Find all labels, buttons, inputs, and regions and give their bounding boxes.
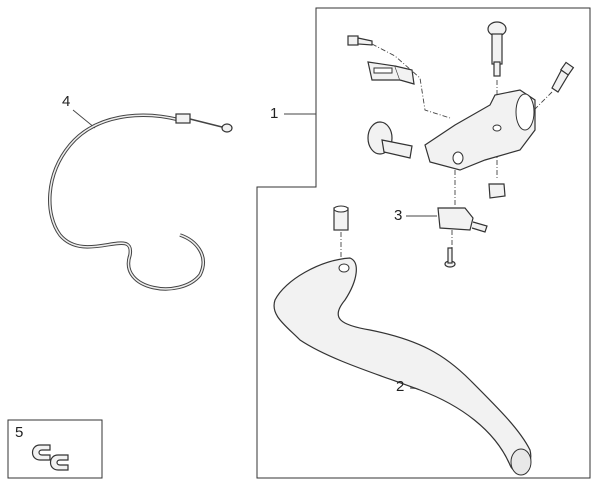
nut [488, 183, 506, 199]
cable-clips [31, 444, 69, 471]
callout-1: 1 [270, 105, 279, 122]
clutch-lever [273, 257, 532, 476]
callout-4: 4 [62, 93, 71, 110]
small-screw-top-left [347, 35, 373, 46]
cable-clip-bracket [367, 61, 415, 85]
callout-2: 2 [396, 378, 405, 395]
clutch-cable [48, 113, 233, 291]
switch-screw [444, 247, 456, 268]
kit-5-box [7, 419, 103, 479]
clamp-screw [551, 61, 575, 93]
callout-5: 5 [15, 424, 24, 441]
microswitch [437, 207, 488, 233]
bushing [333, 205, 349, 231]
pivot-bolt [487, 21, 507, 77]
adjuster-knob [367, 121, 413, 159]
assembly-1-outline [256, 7, 591, 479]
callout-3: 3 [394, 207, 403, 224]
leader-4 [72, 109, 96, 129]
lever-holder-body [424, 89, 536, 171]
